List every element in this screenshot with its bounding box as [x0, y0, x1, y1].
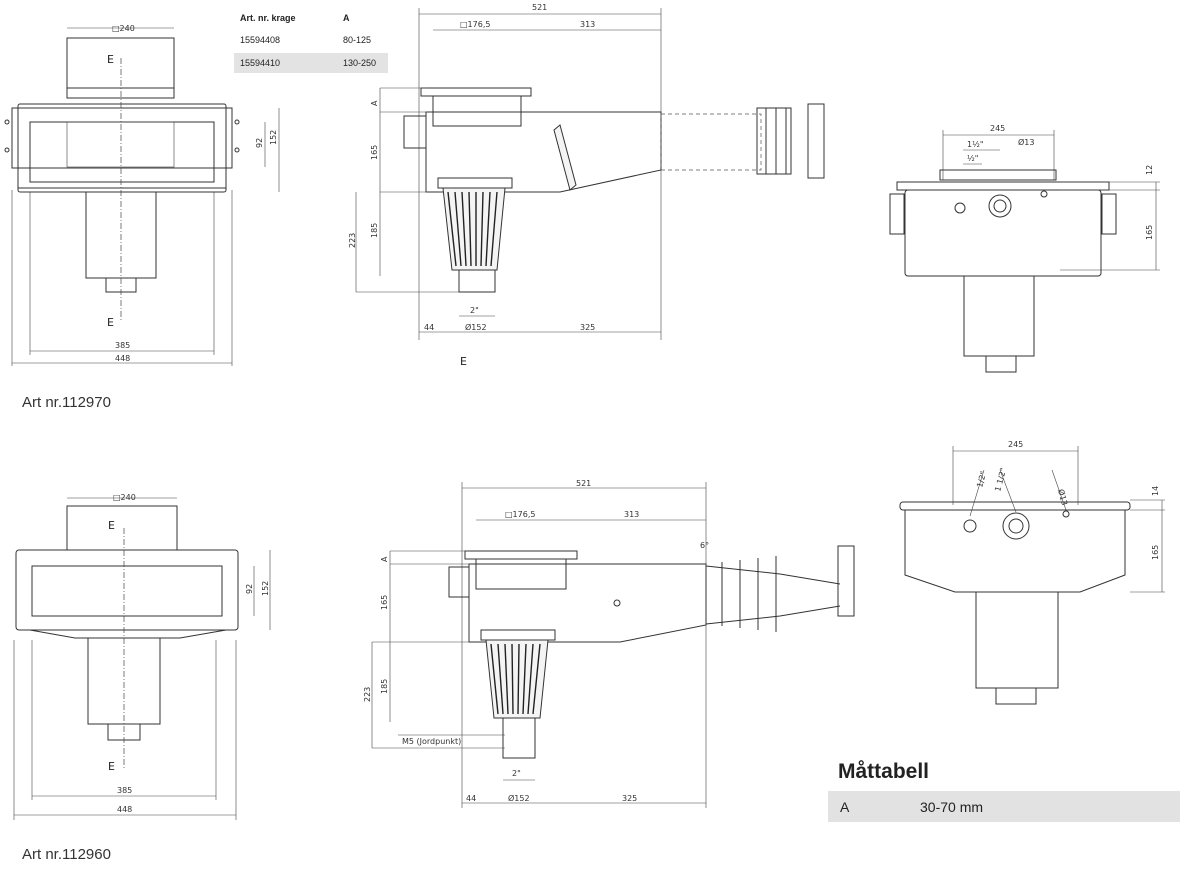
rear-view-bottom — [899, 446, 1165, 705]
art-table-row: 15594408 80-125 — [234, 30, 388, 50]
section-mark: E — [108, 519, 115, 532]
mattabell-title: Måttabell — [838, 760, 930, 783]
dim-d15: 1½" — [967, 140, 984, 149]
dim-h12: 12 — [1145, 165, 1154, 175]
dim-w240: □240 — [113, 493, 136, 502]
dim-a: A — [370, 100, 379, 106]
dim-d152: Ø152 — [508, 793, 530, 803]
dim-d05: ½" — [967, 154, 978, 163]
dim-deg: 6° — [700, 541, 709, 550]
mattabell-value: 30-70 mm — [920, 798, 984, 815]
dim-w313: 313 — [624, 510, 639, 519]
art-table-header-col1: Art. nr. krage — [240, 13, 296, 23]
dim-h14: 14 — [1151, 486, 1160, 496]
art-label-bottom: Art nr.112960 — [22, 846, 111, 863]
art-table-cell: 80-125 — [343, 35, 372, 45]
dim-h165: 165 — [380, 595, 389, 610]
mattabell-key: A — [840, 798, 850, 815]
art-table-cell: 15594410 — [240, 58, 281, 68]
section-mark: E — [107, 316, 114, 329]
dim-h152: 152 — [269, 130, 278, 145]
dim-h165b: 165 — [1145, 225, 1154, 240]
front-view-top — [4, 27, 280, 366]
dim-h185: 185 — [380, 679, 389, 694]
art-label-top: Art nr.112970 — [22, 394, 111, 411]
dim-d15: 1 1/2" — [993, 467, 1008, 493]
rear-view-top — [889, 130, 1160, 373]
side-view-bottom — [371, 482, 855, 808]
art-table-cell: 130-250 — [343, 58, 377, 68]
dim-h223: 223 — [348, 233, 357, 248]
dim-w448: 448 — [117, 805, 132, 814]
dim-w1765: □176,5 — [505, 510, 535, 519]
art-table-row: 15594410 130-250 — [234, 53, 388, 73]
dim-h185: 185 — [370, 223, 379, 238]
dim-w44: 44 — [424, 323, 434, 332]
side-view-top — [355, 8, 825, 340]
art-table-header: Art. nr. krage A — [234, 8, 388, 28]
dim-w448: 448 — [115, 354, 130, 363]
dim-d152: Ø152 — [465, 322, 487, 332]
dim-w313: 313 — [580, 20, 595, 29]
dim-w521: 521 — [532, 3, 547, 12]
dim-w325: 325 — [580, 323, 595, 332]
dim-d05: 1/2" — [975, 470, 988, 488]
dim-w385: 385 — [115, 341, 130, 350]
dim-w44: 44 — [466, 794, 476, 803]
front-view-bottom — [13, 497, 271, 820]
dim-d2: 2" — [512, 769, 521, 778]
dim-h92: 92 — [245, 584, 254, 594]
art-table-header-col2: A — [343, 13, 350, 23]
art-table-cell: 15594408 — [240, 35, 281, 45]
dim-h152: 152 — [261, 581, 270, 596]
dim-d13: Ø13 — [1018, 137, 1034, 147]
dim-d2: 2" — [470, 306, 479, 315]
dim-w245: 245 — [1008, 440, 1023, 449]
mattabell-row: A 30-70 mm — [828, 791, 1180, 822]
section-mark: E — [107, 53, 114, 66]
dim-w521: 521 — [576, 479, 591, 488]
dim-h165: 165 — [370, 145, 379, 160]
dim-h223: 223 — [363, 687, 372, 702]
dim-w325: 325 — [622, 794, 637, 803]
dim-m5: M5 (Jordpunkt) — [402, 737, 461, 746]
dim-h165b: 165 — [1151, 545, 1160, 560]
dim-a: A — [380, 556, 389, 562]
dim-w240: □240 — [112, 24, 135, 33]
dim-d13: Ø13 — [1056, 488, 1070, 507]
dim-w1765: □176,5 — [460, 20, 490, 29]
dim-w385: 385 — [117, 786, 132, 795]
dim-h92: 92 — [255, 138, 264, 148]
section-mark: E — [108, 760, 115, 773]
dim-w245: 245 — [990, 124, 1005, 133]
section-mark: E — [460, 355, 467, 368]
art-table: Art. nr. krage A 15594408 80-125 1559441… — [234, 8, 388, 73]
